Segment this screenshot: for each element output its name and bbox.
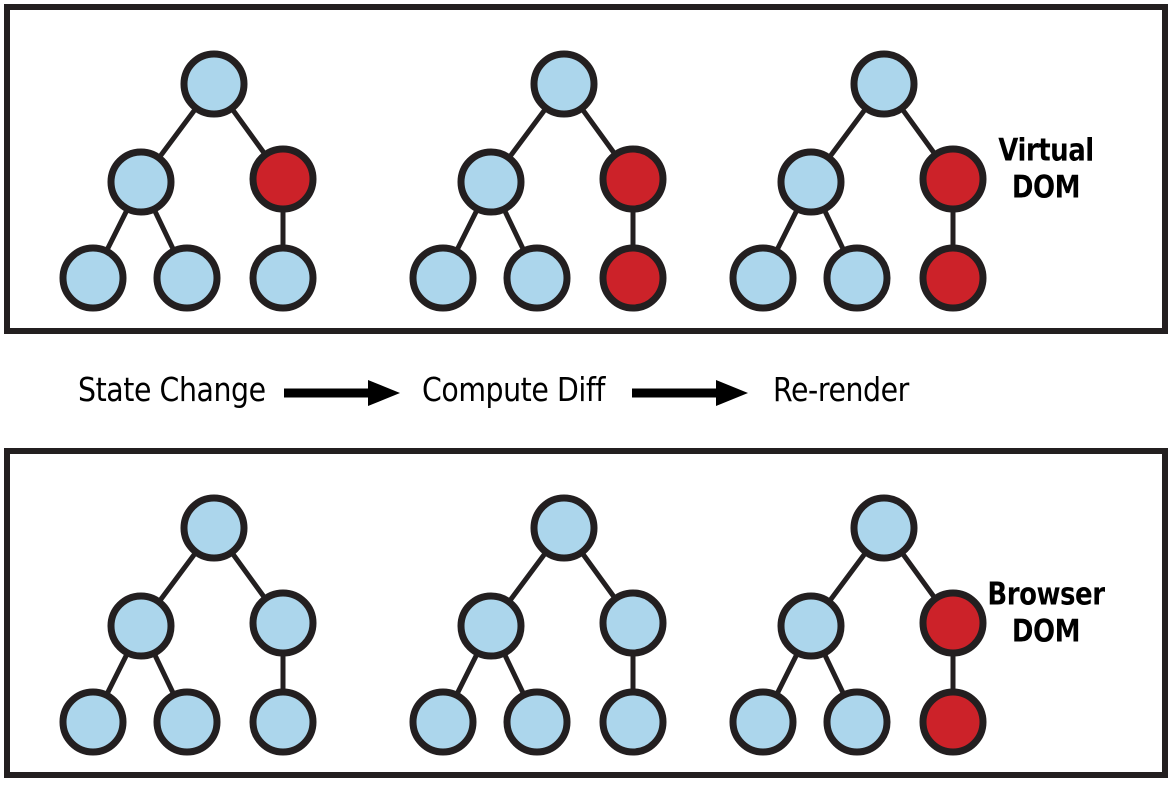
virtual-dom-label: Virtual DOM <box>970 132 1121 205</box>
tree-node-right-changed <box>919 589 987 657</box>
tree-node-leaf-1 <box>409 688 477 756</box>
flow-step-state-change: State Change <box>78 370 266 409</box>
tree-browser-tree-2 <box>409 494 667 756</box>
tree-node-root <box>850 494 918 562</box>
tree-virtual-tree-2 <box>409 50 667 312</box>
tree-browser-tree-1 <box>59 494 317 756</box>
tree-node-root <box>530 50 598 118</box>
tree-node-right-changed <box>919 145 987 213</box>
tree-node-leaf-3 <box>599 688 667 756</box>
flow-row: State Change Compute Diff Re-render <box>0 352 1010 424</box>
browser-dom-label-line2: DOM <box>1011 613 1081 649</box>
tree-node-leaf-3 <box>249 688 317 756</box>
tree-node-right <box>599 589 667 657</box>
tree-node-right-changed <box>249 145 317 213</box>
tree-node-leaf-3-changed <box>919 244 987 312</box>
tree-node-leaf-1 <box>59 244 127 312</box>
tree-node-leaf-2 <box>503 244 571 312</box>
tree-node-leaf-2 <box>153 688 221 756</box>
tree-node-right-changed <box>599 145 667 213</box>
browser-dom-label: Browser DOM <box>970 576 1121 649</box>
browser-dom-label-line1: Browser <box>987 576 1105 613</box>
virtual-dom-label-line2: DOM <box>1011 169 1081 205</box>
flow-step-compute-diff: Compute Diff <box>422 370 606 409</box>
right-arrow-icon <box>632 380 748 406</box>
tree-node-leaf-1 <box>729 244 797 312</box>
tree-node-root <box>530 494 598 562</box>
tree-node-left <box>107 148 175 216</box>
tree-virtual-tree-1 <box>59 50 317 312</box>
tree-node-leaf-3-changed <box>919 688 987 756</box>
virtual-dom-label-line1: Virtual <box>998 132 1094 169</box>
tree-node-leaf-2 <box>823 244 891 312</box>
tree-virtual-tree-3 <box>729 50 987 312</box>
tree-node-left <box>457 148 525 216</box>
tree-node-leaf-3 <box>249 244 317 312</box>
tree-node-left <box>457 592 525 660</box>
tree-node-leaf-2 <box>503 688 571 756</box>
right-arrow-icon <box>284 380 400 406</box>
tree-node-leaf-1 <box>729 688 797 756</box>
tree-node-root <box>850 50 918 118</box>
tree-node-leaf-2 <box>153 244 221 312</box>
tree-node-root <box>180 494 248 562</box>
tree-node-leaf-1 <box>59 688 127 756</box>
tree-node-left <box>107 592 175 660</box>
tree-node-leaf-3-changed <box>599 244 667 312</box>
tree-node-left <box>777 148 845 216</box>
flow-step-re-render: Re-render <box>773 370 909 409</box>
tree-node-right <box>249 589 317 657</box>
tree-node-leaf-2 <box>823 688 891 756</box>
tree-browser-tree-3 <box>729 494 987 756</box>
tree-node-left <box>777 592 845 660</box>
tree-node-leaf-1 <box>409 244 477 312</box>
tree-node-root <box>180 50 248 118</box>
